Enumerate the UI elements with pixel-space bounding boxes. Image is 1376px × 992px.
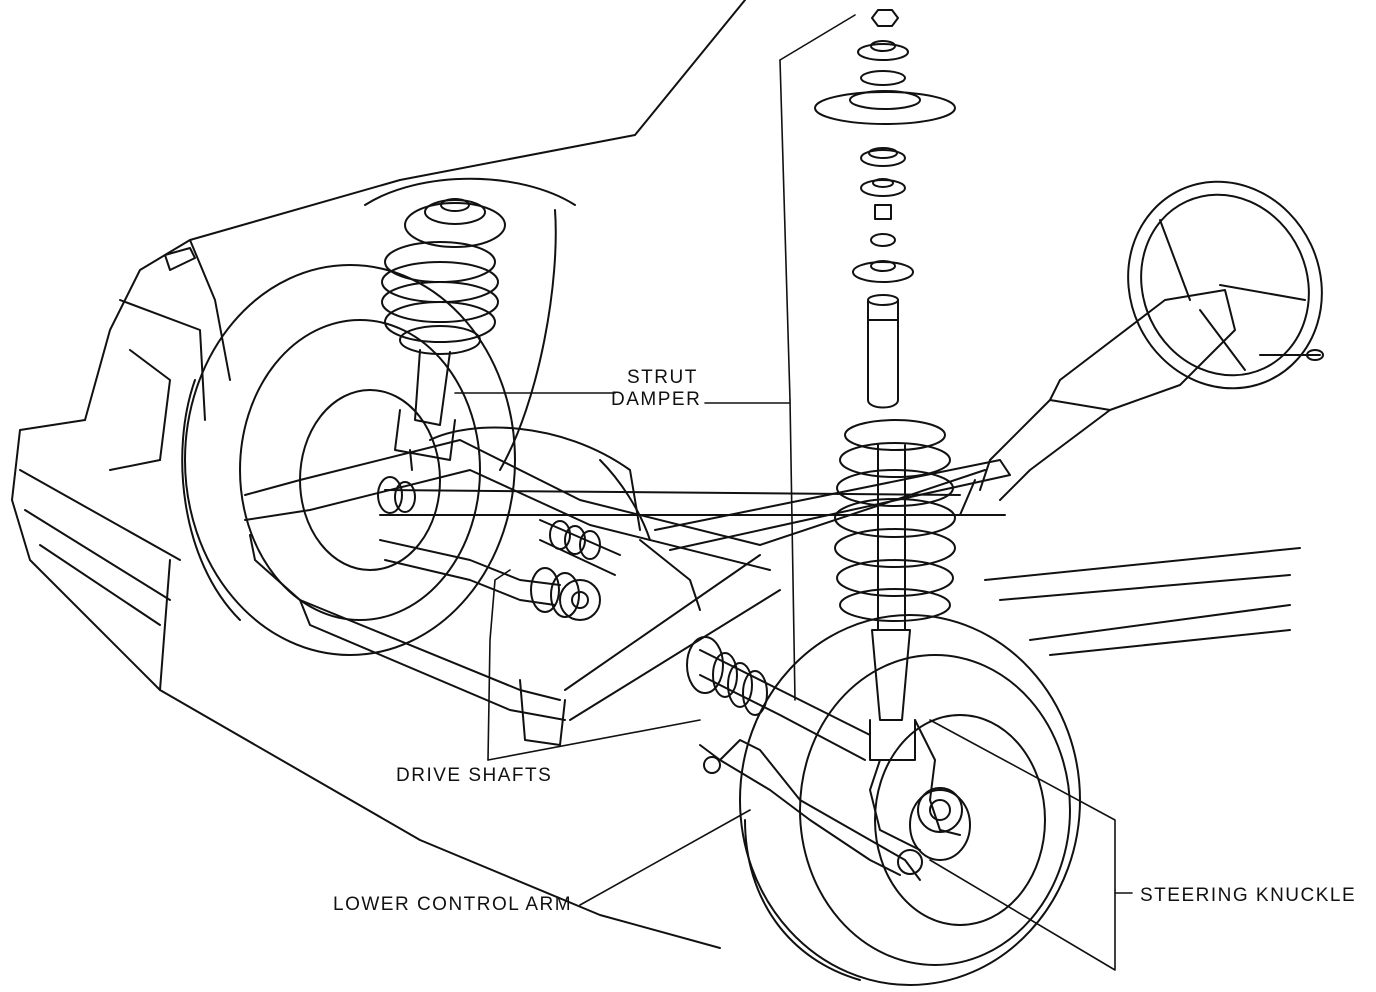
leader-strut-lower	[789, 399, 796, 701]
leader-strut-vertical	[779, 59, 791, 401]
subframe	[244, 426, 1301, 746]
drive-shafts	[379, 539, 871, 761]
leader-knuckle-bottom	[929, 859, 1116, 971]
steering-knuckle-label: STEERING KNUCKLE	[1140, 885, 1357, 906]
right-wheel	[739, 614, 1081, 986]
knuckle-and-arm	[699, 719, 963, 881]
drive-shafts-label: DRIVE SHAFTS	[396, 765, 553, 786]
steering-column	[959, 180, 1324, 516]
leader-strut-top	[779, 14, 856, 61]
car-body	[11, 0, 746, 949]
strut-label-line-1: STRUT	[627, 367, 698, 388]
leader-drive-left	[487, 569, 511, 761]
lower-control-arm-label: LOWER CONTROL ARM	[333, 894, 573, 915]
leader-knuckle-top	[929, 719, 1116, 891]
leader-drive-right	[487, 719, 701, 761]
strut-label-line-2: DAMPER	[611, 389, 702, 410]
leader-lines	[454, 14, 1133, 971]
leader-arm	[579, 809, 751, 906]
left-strut-assembly	[381, 198, 506, 471]
steering-rack	[377, 476, 961, 576]
strut-damper-label: STRUT DAMPER	[611, 367, 701, 411]
exploded-strut	[814, 9, 956, 761]
left-wheel	[181, 264, 516, 656]
